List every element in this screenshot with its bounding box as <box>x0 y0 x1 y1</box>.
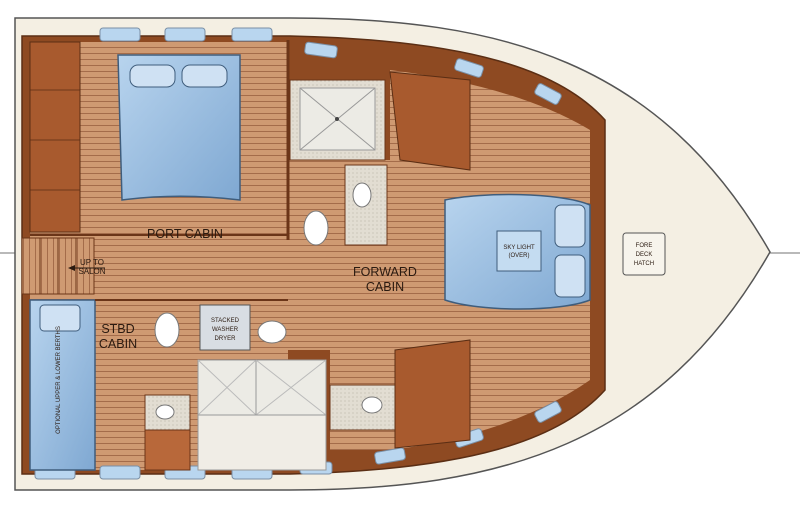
shower-pan-lines <box>197 359 257 416</box>
shower-drain-icon <box>335 117 339 121</box>
window <box>534 401 562 423</box>
port-hanging-locker <box>29 41 81 233</box>
window <box>454 58 484 78</box>
forward-cabin-label-2: CABIN <box>366 280 404 294</box>
forward-locker-stbd <box>394 339 471 449</box>
toilet-icon <box>154 312 180 348</box>
window <box>99 27 141 42</box>
up-to-salon-label-2: SALON <box>78 267 105 276</box>
window <box>99 465 141 480</box>
fore-deck-hatch-label-3: HATCH <box>634 261 654 267</box>
fore-deck-hatch <box>622 232 666 276</box>
washer-label-2: WASHER <box>212 327 239 333</box>
stairs-up-to-salon <box>21 237 95 295</box>
fore-deck-hatch-label-2: DECK <box>636 252 653 258</box>
window <box>304 41 338 59</box>
window <box>231 27 273 42</box>
sink-icon <box>361 396 383 414</box>
port-cabin-bed <box>117 54 241 201</box>
cabinet <box>144 429 191 471</box>
pillow <box>39 304 81 332</box>
vanity-counter <box>329 384 396 431</box>
stbd-cabin-label-2: CABIN <box>99 337 137 351</box>
sky-light-label: SKY LIGHT <box>503 245 535 251</box>
window <box>164 27 206 42</box>
sink-icon <box>155 404 175 420</box>
stbd-cabin-label: STBD <box>101 322 134 336</box>
up-to-salon-label: UP TO <box>80 258 104 267</box>
toilet-icon <box>303 210 329 246</box>
sky-light <box>496 230 542 272</box>
forward-locker-port <box>389 71 471 171</box>
fore-deck-hatch-label: FORE <box>636 243 653 249</box>
washer-dryer <box>199 304 251 351</box>
pillow <box>129 64 176 88</box>
window <box>534 83 562 105</box>
washer-label-3: DRYER <box>215 336 237 342</box>
sink-icon <box>352 182 372 208</box>
pillow <box>554 254 586 298</box>
locker-slats <box>30 89 80 191</box>
windows <box>34 27 562 480</box>
pillow <box>554 204 586 248</box>
berths-label: OPTIONAL UPPER & LOWER BERTHS <box>56 326 62 434</box>
port-cabin-label: PORT CABIN <box>147 227 223 241</box>
shower-pan-lines <box>255 359 327 416</box>
window <box>374 447 406 465</box>
arrow-head-icon <box>68 265 75 271</box>
forward-cabin-label: FORWARD <box>353 265 417 279</box>
sky-light-label-2: (OVER) <box>509 253 530 259</box>
pillow <box>181 64 228 88</box>
toilet-icon <box>257 320 287 344</box>
stair-landing <box>197 414 327 471</box>
washer-label: STACKED <box>211 318 240 324</box>
